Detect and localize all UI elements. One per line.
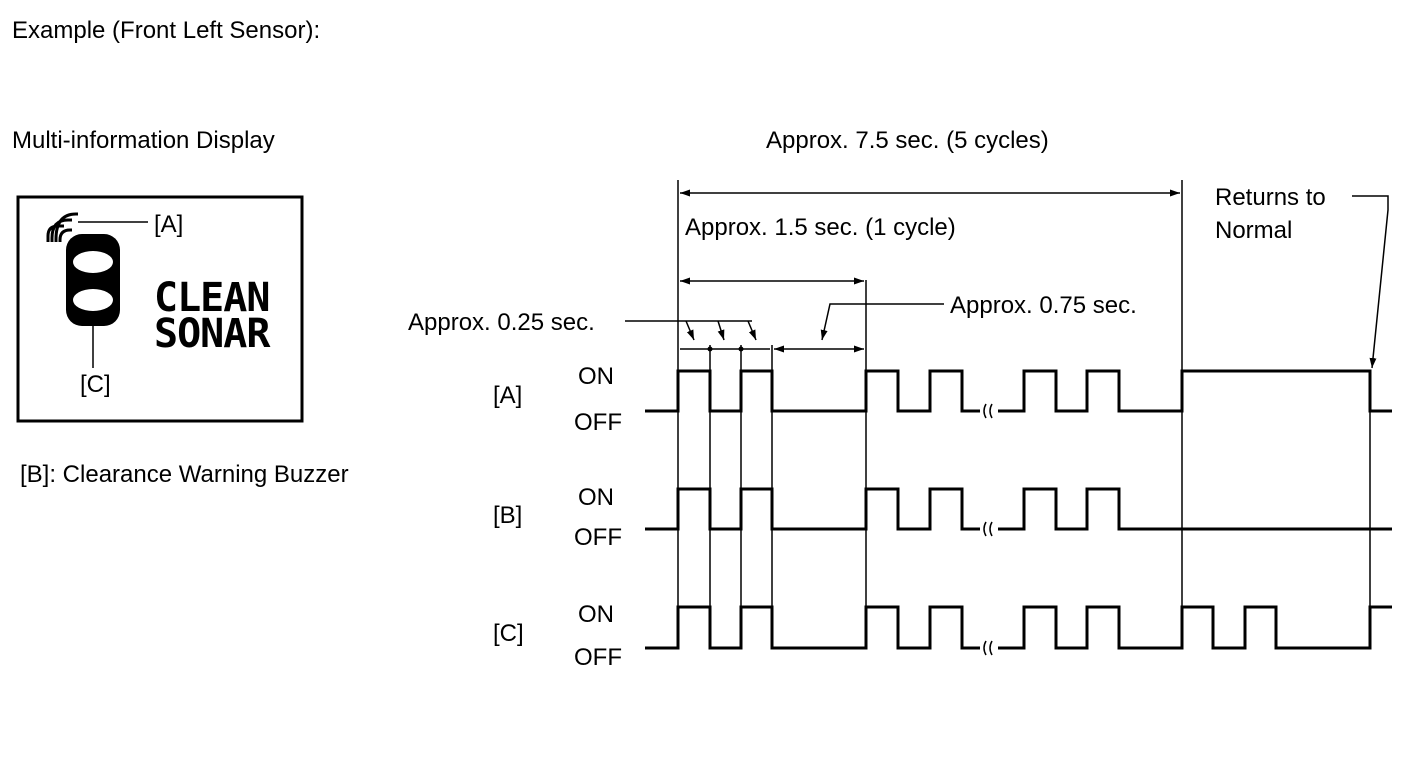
display-heading: Multi-information Display <box>12 127 275 154</box>
total-duration-label: Approx. 7.5 sec. (5 cycles) <box>766 127 1049 154</box>
signal-b-waveform <box>645 487 980 531</box>
display-message-line1: CLEAN <box>154 275 269 321</box>
signal-b-label: [B] <box>493 502 522 529</box>
sonar-wave-icon <box>46 212 78 242</box>
off-time-leader <box>820 303 944 341</box>
signal-c-break-icon <box>983 640 993 656</box>
on-time-arrow-1 <box>685 320 695 341</box>
on-time-arrow-3 <box>747 320 757 341</box>
vehicle-top-view-icon <box>66 234 120 326</box>
signal-b-off: OFF <box>574 524 622 551</box>
on-time-arrow-2 <box>717 320 725 341</box>
signal-a-label: [A] <box>493 382 522 409</box>
signal-b-waveform-cont <box>998 487 1392 531</box>
signal-c-waveform <box>645 605 980 650</box>
signal-c-waveform-cont <box>998 605 1392 650</box>
returns-label-line1: Returns to <box>1215 184 1326 211</box>
cycle-duration-label: Approx. 1.5 sec. (1 cycle) <box>685 214 956 241</box>
returns-label-line2: Normal <box>1215 217 1292 244</box>
page-title: Example (Front Left Sensor): <box>12 17 320 44</box>
on-time-label: Approx. 0.25 sec. <box>408 309 595 336</box>
signal-c-off: OFF <box>574 644 622 671</box>
signal-a-waveform <box>645 369 980 413</box>
returns-arrow <box>1352 195 1389 369</box>
display-frame <box>16 195 304 423</box>
display-message-line2: SONAR <box>154 311 271 357</box>
display-label-c: [C] <box>80 371 111 398</box>
signal-a-on: ON <box>578 363 614 390</box>
signal-a-waveform-cont <box>998 369 1392 413</box>
signal-a-break-icon <box>983 403 993 419</box>
on-time-dot-2 <box>738 346 744 352</box>
signal-a-off: OFF <box>574 409 622 436</box>
on-time-dot-1 <box>707 346 713 352</box>
signal-b-break-icon <box>983 521 993 537</box>
signal-c-label: [C] <box>493 620 524 647</box>
off-time-label: Approx. 0.75 sec. <box>950 292 1137 319</box>
buzzer-legend: [B]: Clearance Warning Buzzer <box>20 461 349 488</box>
signal-c-on: ON <box>578 601 614 628</box>
signal-b-on: ON <box>578 484 614 511</box>
display-label-a: [A] <box>154 211 183 238</box>
